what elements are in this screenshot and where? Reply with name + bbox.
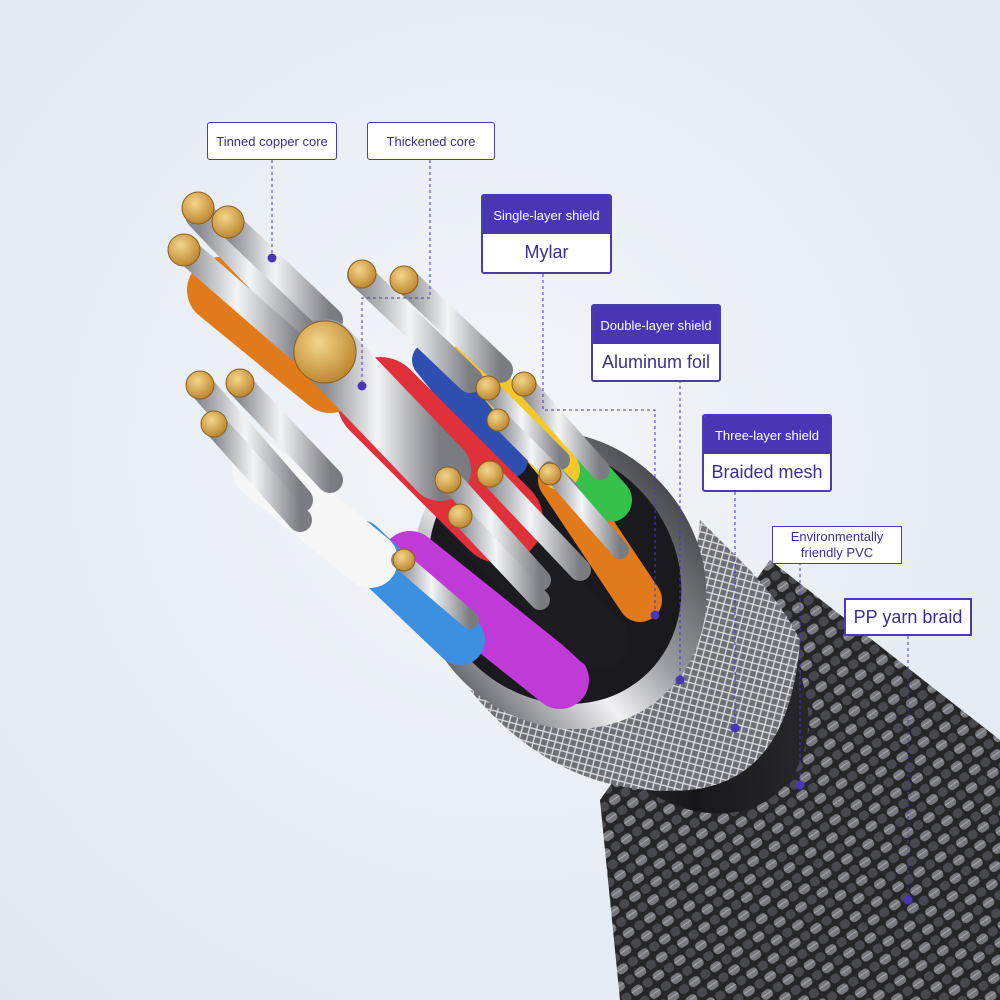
label-thickened-core: Thickened core	[367, 122, 495, 160]
tinned-copper-ends	[167, 191, 562, 572]
card-single-layer-shield: Single-layer shield Mylar	[481, 194, 612, 274]
card-heading: Three-layer shield	[704, 416, 830, 454]
leader-lines	[271, 160, 909, 900]
card-double-layer-shield: Double-layer shield Aluminum foil	[591, 304, 721, 382]
card-material: Braided mesh	[711, 461, 823, 482]
card-three-layer-shield: Three-layer shield Braided mesh	[702, 414, 832, 492]
label-environmentally-friendly-pvc: Environmentally friendly PVC	[772, 526, 902, 564]
card-material: Mylar	[524, 241, 569, 262]
card-heading: Single-layer shield	[483, 196, 610, 234]
label-pp-yarn-braid: PP yarn braid	[844, 598, 972, 636]
card-heading: Double-layer shield	[593, 306, 719, 344]
label-tinned-copper-core: Tinned copper core	[207, 122, 337, 160]
leader-dots	[267, 253, 913, 905]
card-material: Aluminum foil	[601, 351, 711, 372]
